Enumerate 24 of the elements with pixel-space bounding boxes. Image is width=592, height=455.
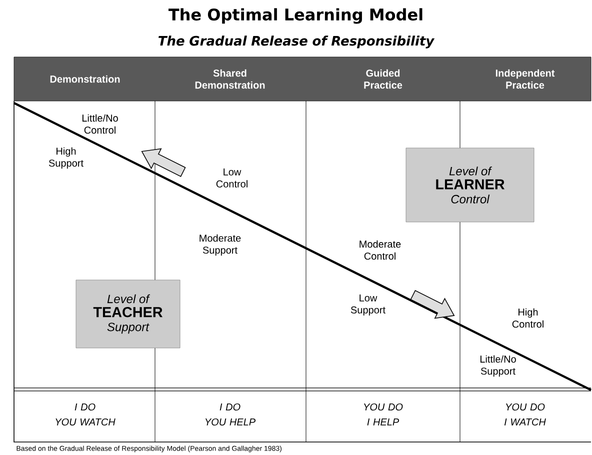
column-header: Shared Demonstration: [195, 69, 265, 89]
axis-note: Little/No Control: [82, 114, 118, 134]
column-header: Independent Practice: [496, 69, 555, 89]
role-text: YOU HELP: [205, 418, 256, 426]
axis-note: Low Support: [350, 294, 386, 316]
title: The Optimal Learning Model: [168, 8, 422, 24]
axis-note: Low Control: [216, 168, 248, 188]
subtitle: The Gradual Release of Responsibility: [158, 36, 435, 48]
role-text: YOU DO: [506, 403, 545, 411]
axis-note: Little/No Support: [480, 355, 516, 377]
column-header: Demonstration: [50, 75, 120, 83]
axis-note: Moderate Support: [200, 234, 241, 256]
role-text: YOU DO: [364, 403, 403, 411]
role-text: I DO: [220, 403, 240, 411]
column-header: Guided Practice: [364, 69, 402, 89]
axis-note: High Control: [512, 308, 544, 328]
level-box: Level of TEACHER Support: [76, 280, 180, 348]
role-text: I DO: [74, 403, 96, 411]
role-text: YOU WATCH: [56, 418, 116, 426]
axis-note: Moderate Control: [360, 240, 401, 260]
axis-note: High Support: [48, 147, 84, 169]
role-text: I HELP: [367, 418, 400, 426]
role-text: I WATCH: [504, 418, 546, 426]
level-box: Level of LEARNER Control: [406, 148, 534, 222]
